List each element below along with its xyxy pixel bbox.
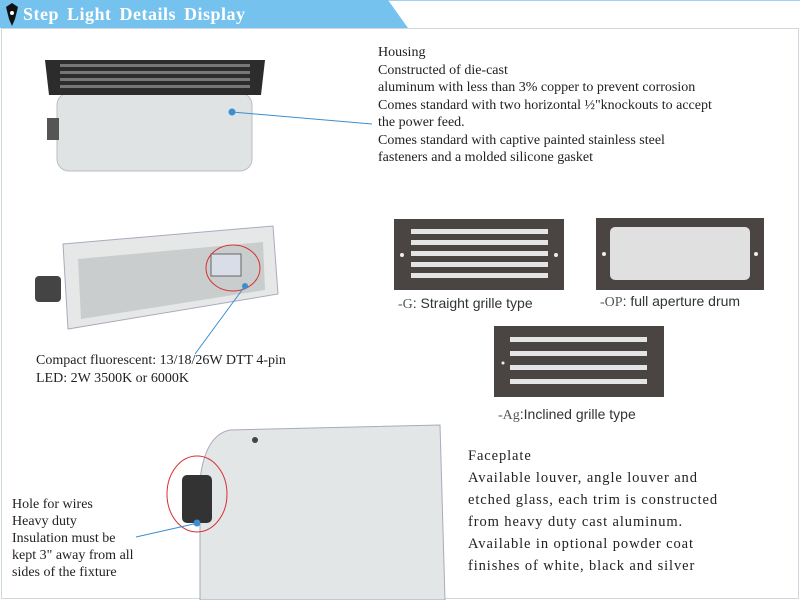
housing-callout-line: [231, 111, 373, 125]
housing-line: Comes standard with captive painted stai…: [378, 132, 665, 148]
side-fixture-image: [166, 424, 446, 600]
faceplate-line: etched glass, each trim is constructed: [468, 492, 719, 508]
wires-line: Hole for wires: [12, 497, 93, 512]
wires-line: kept 3" away from all: [12, 548, 134, 563]
wires-description: Hole for wires Heavy duty Insulation mus…: [12, 496, 134, 581]
housing-description: Housing Constructed of die-cast aluminum…: [378, 44, 712, 167]
trim-full-aperture-image: [596, 218, 764, 290]
faceplate-line: Available louver, angle louver and: [468, 470, 698, 486]
trim-caption-g: -G: Straight grille type: [398, 295, 533, 312]
header-bar: [0, 0, 800, 28]
wires-callout-line: [135, 522, 199, 538]
faceplate-description: Faceplate Available louver, angle louver…: [468, 445, 718, 577]
wires-line: Heavy duty: [12, 514, 77, 529]
wires-line: Insulation must be: [12, 531, 116, 546]
faceplate-line: Available in optional powder coat: [468, 536, 694, 552]
housing-line: fasteners and a molded silicone gasket: [378, 150, 593, 165]
trim-inclined-grille-image: [494, 326, 664, 397]
faceplate-line: finishes of white, black and silver: [468, 558, 696, 574]
open-fixture-image: [35, 225, 279, 330]
housing-fixture-image: [45, 60, 265, 172]
faceplate-heading: Faceplate: [468, 448, 532, 464]
lamp-line: Compact fluorescent: 13/18/26W DTT 4-pin: [36, 353, 286, 368]
page-title: Step Light Details Display: [23, 4, 246, 24]
lamp-line: LED: 2W 3500K or 6000K: [36, 370, 189, 386]
trim-caption-ag: -Ag:Inclined grille type: [498, 406, 636, 423]
housing-line: Constructed of die-cast: [378, 62, 508, 78]
lamp-callout-line: [194, 285, 246, 355]
trim-caption-op: -OP: full aperture drum: [600, 293, 741, 310]
housing-line: Comes standard with two horizontal ½"kno…: [378, 97, 712, 113]
housing-line: the power feed.: [378, 115, 465, 130]
housing-heading: Housing: [378, 45, 426, 60]
pen-nib-icon: [6, 3, 18, 26]
housing-line: aluminum with less than 3% copper to pre…: [378, 80, 696, 95]
wires-line: sides of the fixture: [12, 565, 117, 580]
faceplate-line: from heavy duty cast aluminum.: [468, 514, 684, 530]
lamp-description: Compact fluorescent: 13/18/26W DTT 4-pin…: [36, 352, 286, 387]
trim-straight-grille-image: [394, 219, 564, 290]
